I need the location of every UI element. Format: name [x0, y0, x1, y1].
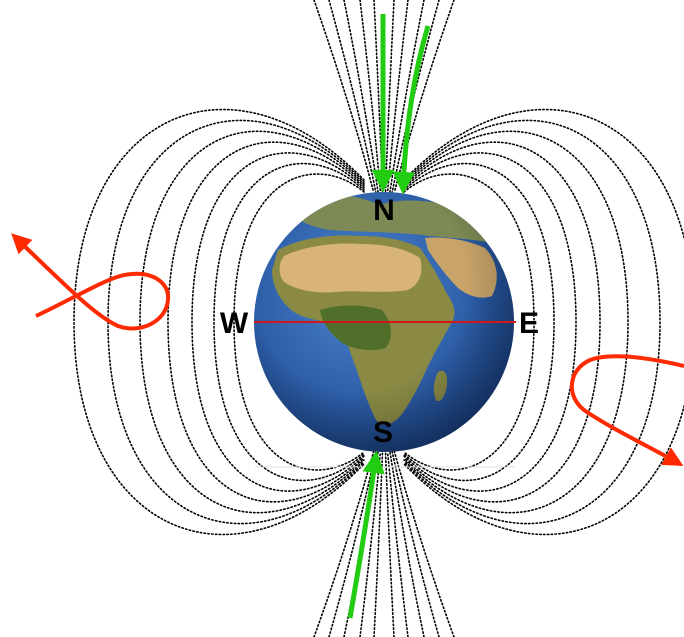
field-line-loop [403, 162, 555, 482]
incoming-particle-arrows [347, 14, 431, 619]
field-line-polar [343, 0, 379, 193]
field-line-loop [139, 130, 365, 514]
south-label: S [373, 416, 393, 449]
north-label: N [373, 194, 395, 227]
field-line-loop [403, 173, 535, 471]
east-label: E [519, 307, 539, 340]
field-line-loop [403, 119, 661, 525]
arrow-up-icon [347, 450, 385, 619]
arrow-outward-icon [11, 233, 171, 331]
field-line-polar [373, 451, 384, 637]
field-line-loop [167, 141, 365, 503]
arrow-outward-icon [569, 354, 684, 466]
field-line-polar [313, 0, 375, 193]
deflected-particle-paths [11, 233, 684, 466]
field-line-loop [403, 141, 601, 503]
field-line-loop [403, 108, 684, 536]
field-line-polar [389, 451, 425, 637]
field-line-polar [384, 451, 395, 637]
field-line-loop [233, 173, 365, 471]
field-line-loop [213, 162, 365, 482]
field-line-loop [403, 130, 629, 514]
field-line-loop [191, 152, 365, 492]
field-line-polar [393, 451, 455, 637]
field-line-loop [73, 108, 365, 536]
west-label: W [220, 307, 249, 340]
field-line-polar [386, 451, 409, 637]
field-line-loop [403, 152, 577, 492]
field-line-polar [391, 451, 440, 637]
arrow-down-icon [392, 25, 431, 195]
